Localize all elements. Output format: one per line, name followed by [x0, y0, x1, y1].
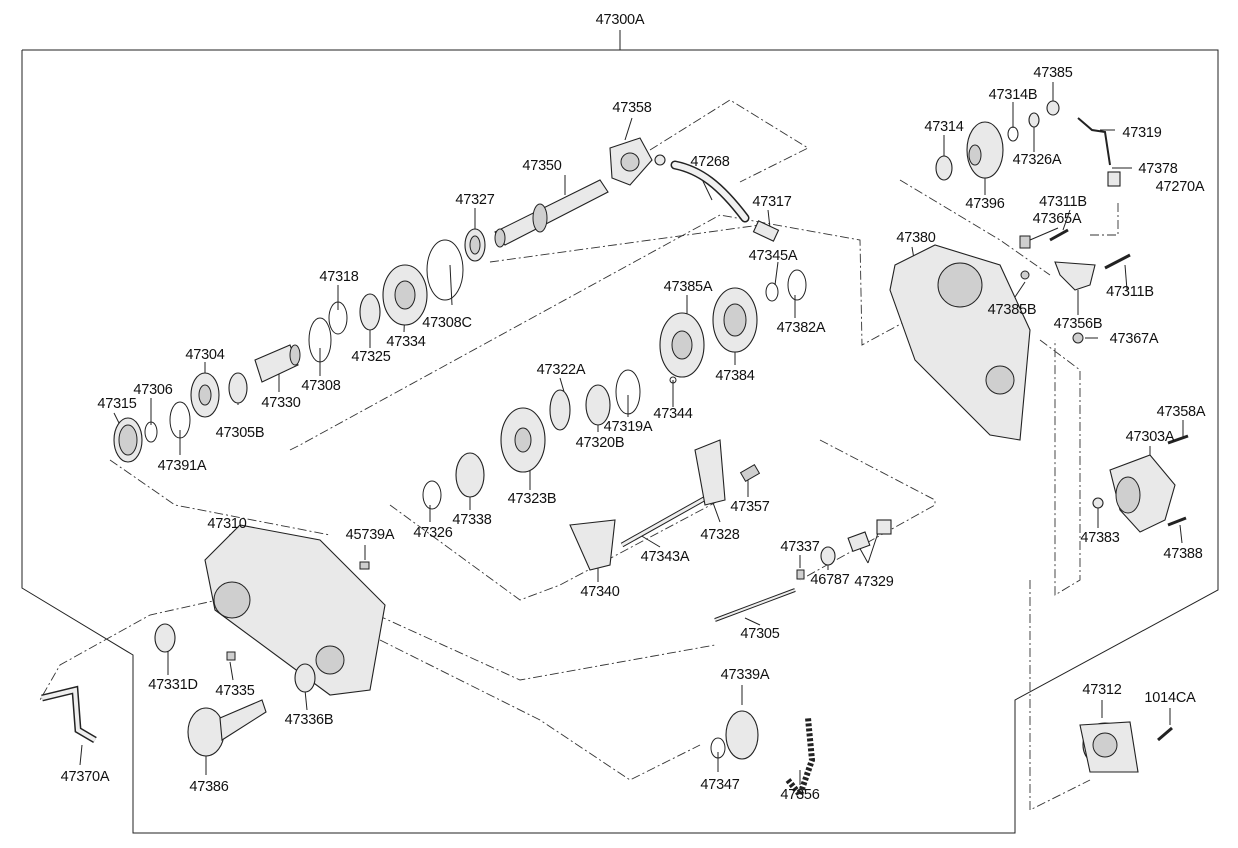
part-label: 47335 [215, 682, 255, 699]
part-label: 47312 [1082, 681, 1122, 698]
part-label: 47320B [575, 434, 625, 451]
part-label: 47304 [185, 346, 225, 363]
part-label: 47310 [207, 515, 247, 532]
part-label: 47270A [1155, 178, 1205, 195]
part-label: 47308 [301, 377, 341, 394]
part-label: 47323B [507, 490, 557, 507]
part-label: 1014CA [1144, 689, 1196, 706]
part-label: 47345A [748, 247, 798, 264]
part-label: 47268 [690, 153, 730, 170]
part-label: 47305 [740, 625, 780, 642]
assembly-outline [21, 49, 1219, 834]
part-label: 47311B [1106, 283, 1154, 300]
part-label: 47328 [700, 526, 740, 543]
part-label: 47385 [1033, 64, 1073, 81]
part-label: 47334 [386, 333, 426, 350]
part-label: 47326A [1012, 151, 1062, 168]
part-label: 47356 [780, 786, 820, 803]
part-label: 47385B [987, 301, 1037, 318]
part-label: 47338 [452, 511, 492, 528]
part-label: 47356B [1053, 315, 1103, 332]
part-label: 47319A [603, 418, 653, 435]
part-label: 47317 [752, 193, 792, 210]
part-label: 47322A [536, 361, 586, 378]
part-label: 47337 [780, 538, 820, 555]
label-47300A: 47300A [595, 11, 645, 28]
part-label: 47358A [1156, 403, 1206, 420]
part-label: 47383 [1080, 529, 1120, 546]
part-label: 47380 [896, 229, 936, 246]
part-label: 47315 [97, 395, 137, 412]
part-label: 47330 [261, 394, 301, 411]
part-label: 47378 [1138, 160, 1178, 177]
part-label: 47384 [715, 367, 755, 384]
part-label: 47339A [720, 666, 770, 683]
part-label: 47308C [422, 314, 472, 331]
part-label: 47311B [1039, 193, 1087, 210]
part-label: 47340 [580, 583, 620, 600]
part-label: 47344 [653, 405, 693, 422]
part-label: 47386 [189, 778, 229, 795]
part-label: 46787 [810, 571, 850, 588]
part-label: 47370A [60, 768, 110, 785]
part-label: 47382A [776, 319, 826, 336]
part-label: 47350 [522, 157, 562, 174]
part-label: 47329 [854, 573, 894, 590]
part-label: 45739A [345, 526, 395, 543]
part-label: 47331D [148, 676, 198, 693]
part-label: 47388 [1163, 545, 1203, 562]
part-label: 47357 [730, 498, 770, 515]
parts-sketch [41, 100, 1189, 802]
part-label: 47325 [351, 348, 391, 365]
part-label: 47358 [612, 99, 652, 116]
part-label: 47326 [413, 524, 453, 541]
part-label: 47347 [700, 776, 740, 793]
part-label: 47327 [455, 191, 495, 208]
part-label: 47319 [1122, 124, 1162, 141]
part-label: 47385A [663, 278, 713, 295]
part-label: 47305B [215, 424, 265, 441]
part-label: 47303A [1125, 428, 1175, 445]
part-label: 47314B [988, 86, 1038, 103]
part-label: 47396 [965, 195, 1005, 212]
part-label: 47318 [319, 268, 359, 285]
part-label: 47367A [1109, 330, 1159, 347]
part-label: 47314 [924, 118, 964, 135]
part-label: 47343A [640, 548, 690, 565]
part-label: 47365A [1032, 210, 1082, 227]
part-label: 47336B [284, 711, 334, 728]
part-label: 47306 [133, 381, 173, 398]
part-label: 47391A [157, 457, 207, 474]
